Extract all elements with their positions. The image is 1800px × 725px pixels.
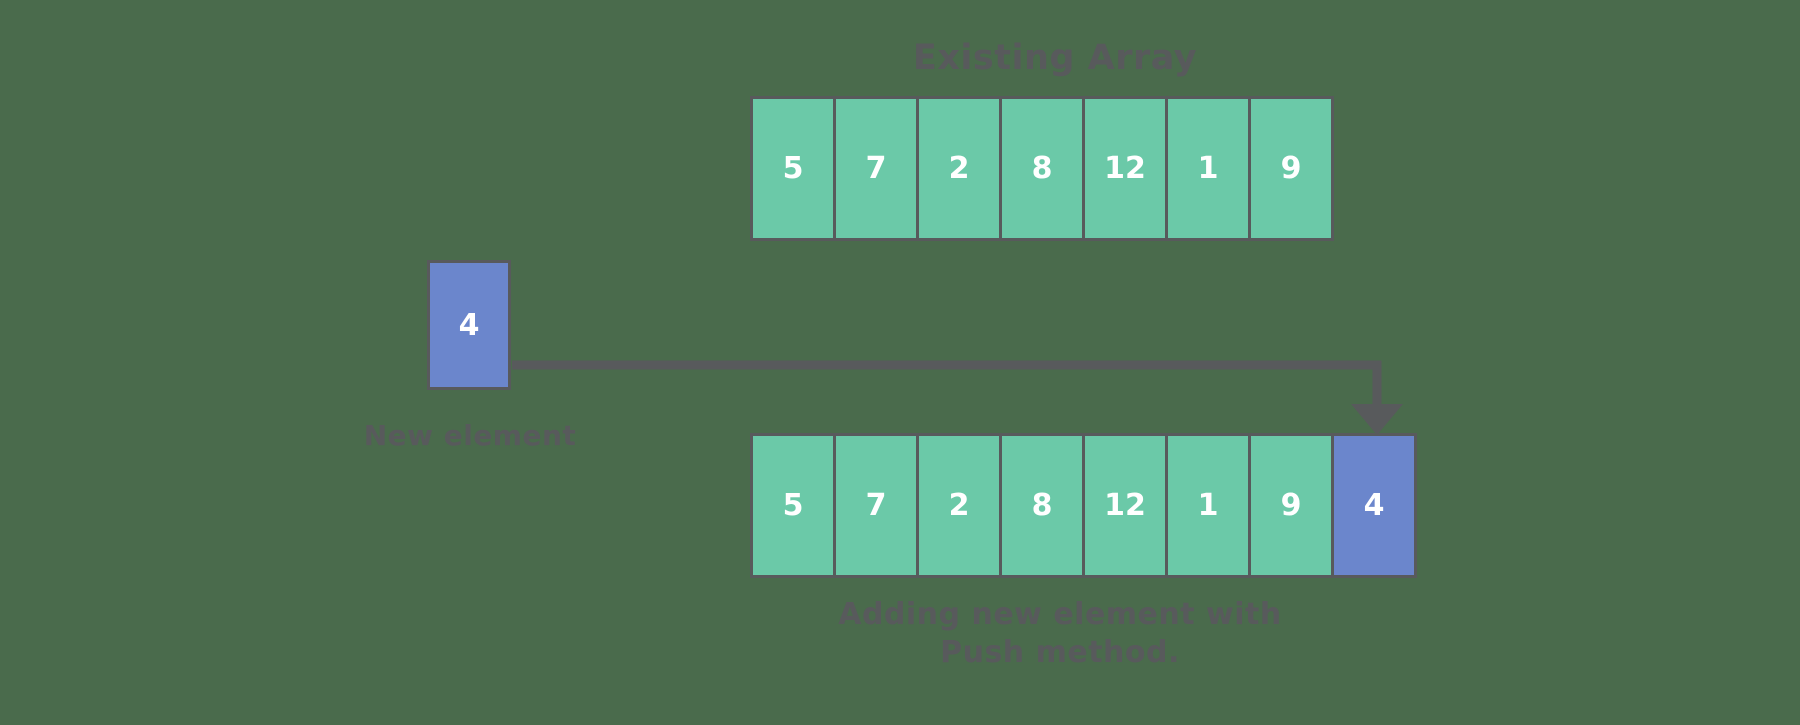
result-array-cell-3: 8 <box>999 433 1085 578</box>
result-array-cell-2: 2 <box>916 433 1002 578</box>
push-connector-arrow <box>512 360 1403 435</box>
push-method-caption: Adding new element with Push method. <box>838 597 1282 671</box>
existing-array-cell-1: 7 <box>833 96 919 241</box>
result-array-cell-6: 9 <box>1248 433 1334 578</box>
existing-array-title: Existing Array <box>912 38 1198 78</box>
new-element-box: 4 <box>427 260 511 390</box>
result-array-cell-1: 7 <box>833 433 919 578</box>
arrow-path <box>512 360 1382 410</box>
existing-array-cell-4: 12 <box>1082 96 1168 241</box>
result-array-cell-5: 1 <box>1165 433 1251 578</box>
result-array-cell-7: 4 <box>1331 433 1417 578</box>
arrow-head-icon <box>1351 404 1403 435</box>
result-array-cell-4: 12 <box>1082 433 1168 578</box>
existing-array-cell-5: 1 <box>1165 96 1251 241</box>
new-element-label: New element <box>363 419 577 452</box>
result-array-cell-0: 5 <box>750 433 836 578</box>
existing-array-cell-2: 2 <box>916 96 1002 241</box>
existing-array-cell-6: 9 <box>1248 96 1334 241</box>
existing-array-cell-0: 5 <box>750 96 836 241</box>
existing-array-cell-3: 8 <box>999 96 1085 241</box>
